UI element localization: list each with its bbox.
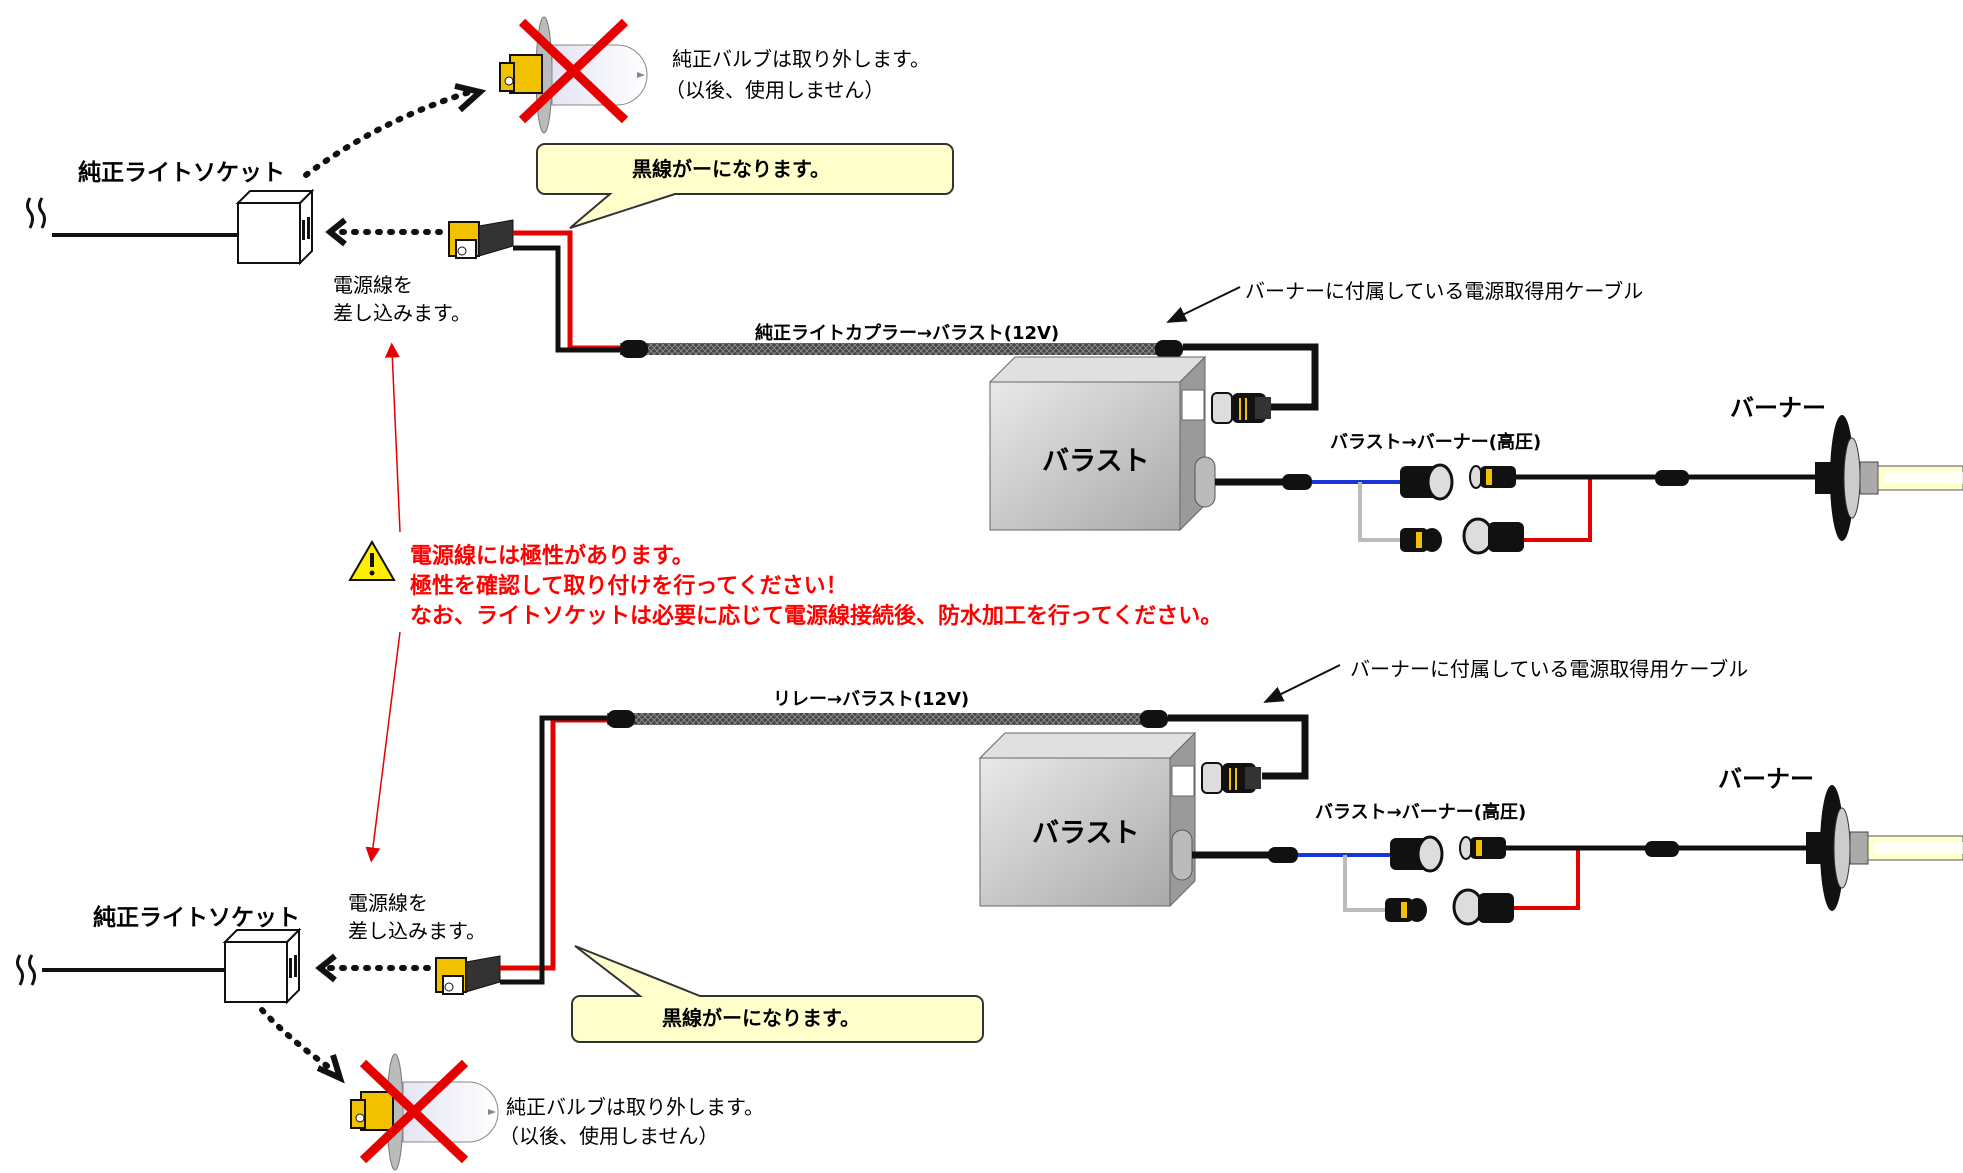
hv-label: バラスト→バーナー(高圧) bbox=[1330, 431, 1541, 453]
hv-label: バラスト→バーナー(高圧) bbox=[1315, 801, 1526, 823]
light-socket bbox=[222, 927, 302, 1005]
callout-bubble: 黒線がーになります。 bbox=[571, 945, 984, 1043]
cross-icon bbox=[359, 1059, 469, 1164]
removed-bulb bbox=[350, 1053, 499, 1171]
power-plug bbox=[448, 219, 514, 259]
ballast: バラスト bbox=[978, 731, 1197, 908]
warning-note: 電源線には極性があります。 極性を確認して取り付けを行ってください！ なお、ライ… bbox=[348, 342, 1222, 863]
warning-line1: 電源線には極性があります。 bbox=[410, 543, 694, 569]
hv-grey-wire bbox=[1343, 855, 1385, 912]
power-label-line1: 電源線を bbox=[348, 891, 428, 915]
hv-connector bbox=[1385, 898, 1427, 922]
power-label-line2: 差し込みます。 bbox=[348, 919, 486, 943]
ballast-label: バラスト bbox=[1032, 818, 1139, 849]
hv-connector bbox=[1400, 463, 1454, 501]
harness-label: リレー→バラスト(12V) bbox=[773, 689, 969, 710]
power-plug bbox=[435, 955, 501, 995]
callout-text: 黒線がーになります。 bbox=[662, 1006, 860, 1030]
removed-bulb bbox=[499, 16, 648, 134]
red-wire bbox=[500, 717, 610, 971]
warning-line3: なお、ライトソケットは必要に応じて電源線接続後、防水加工を行ってください。 bbox=[410, 603, 1222, 629]
cable-note: バーナーに付属している電源取得用ケーブル bbox=[1245, 279, 1643, 303]
ballast-label: バラスト bbox=[1042, 446, 1149, 477]
braided-harness bbox=[620, 343, 1170, 355]
socket-label: 純正ライトソケット bbox=[78, 159, 285, 186]
hv-connector bbox=[1452, 888, 1514, 926]
cable-note-arrow bbox=[1166, 286, 1241, 323]
arrowhead-icon bbox=[315, 953, 337, 983]
hv-red-wire bbox=[1514, 848, 1580, 910]
ballast-power-connector bbox=[1211, 392, 1271, 424]
bulb-note-line1: 純正バルブは取り外します。 bbox=[672, 47, 930, 71]
arrowhead-icon bbox=[316, 1054, 345, 1084]
braided-harness bbox=[607, 713, 1157, 725]
dotted-arrow-to-bulb bbox=[303, 89, 473, 178]
black-wire bbox=[513, 245, 620, 353]
hv-connector bbox=[1462, 517, 1524, 555]
burner-label: バーナー bbox=[1730, 394, 1826, 422]
harness-boot bbox=[1155, 340, 1183, 358]
hv-connector bbox=[1400, 528, 1442, 552]
callout-text: 黒線がーになります。 bbox=[632, 157, 830, 181]
black-wire bbox=[500, 715, 610, 985]
cross-icon bbox=[518, 18, 629, 124]
arrowhead-icon bbox=[454, 83, 487, 113]
harness-label: 純正ライトカプラー→バラスト(12V) bbox=[755, 322, 1059, 344]
cable-note: バーナーに付属している電源取得用ケーブル bbox=[1350, 657, 1748, 681]
hv-red-wire bbox=[1524, 477, 1592, 542]
hv-boot bbox=[1268, 847, 1298, 863]
red-double-arrow bbox=[384, 342, 401, 533]
top-diagram: 純正ライトソケット 純正バルブは取り外します。 （以後、使用しません） 黒線がー… bbox=[26, 16, 1963, 555]
bulb-note-line2: （以後、使用しません） bbox=[499, 1124, 718, 1148]
callout-bubble: 黒線がーになります。 bbox=[536, 143, 954, 229]
hv-connector bbox=[1469, 465, 1516, 489]
red-double-arrow bbox=[365, 631, 401, 863]
hv-connector bbox=[1390, 835, 1444, 873]
arrowhead-icon bbox=[325, 217, 347, 247]
power-label-line1: 電源線を bbox=[333, 273, 413, 297]
harness-boot bbox=[1140, 710, 1168, 728]
socket-label: 純正ライトソケット bbox=[93, 904, 300, 931]
burner bbox=[1806, 785, 1963, 911]
harness-to-ballast-wire bbox=[1183, 343, 1319, 411]
hv-connector bbox=[1459, 836, 1506, 860]
dotted-arrow-to-bulb bbox=[259, 1007, 333, 1071]
hv-boot bbox=[1282, 474, 1312, 490]
bulb-note-line1: 純正バルブは取り外します。 bbox=[506, 1095, 764, 1119]
bottom-diagram: 純正ライトソケット 純正バルブは取り外します。 （以後、使用しません） 電源線を… bbox=[16, 657, 1963, 1171]
warning-line2: 極性を確認して取り付けを行ってください！ bbox=[410, 573, 848, 599]
harness-boot bbox=[607, 710, 635, 728]
burner-boot bbox=[1655, 470, 1689, 486]
ballast: バラスト bbox=[988, 355, 1216, 532]
burner bbox=[1815, 415, 1963, 541]
power-label-line2: 差し込みます。 bbox=[333, 301, 471, 325]
harness-boot bbox=[620, 340, 648, 358]
burner-boot bbox=[1645, 841, 1679, 857]
cable-note-arrow bbox=[1263, 664, 1341, 703]
ballast-power-connector bbox=[1201, 762, 1261, 794]
light-socket bbox=[235, 188, 315, 266]
wire-break-symbol bbox=[26, 197, 46, 229]
bulb-note-line2: （以後、使用しません） bbox=[665, 78, 884, 102]
burner-label: バーナー bbox=[1718, 765, 1814, 793]
warning-triangle-icon bbox=[348, 540, 396, 581]
hv-grey-wire bbox=[1358, 482, 1400, 542]
harness-to-ballast-wire bbox=[1168, 714, 1309, 780]
wire-break-symbol bbox=[16, 954, 36, 986]
